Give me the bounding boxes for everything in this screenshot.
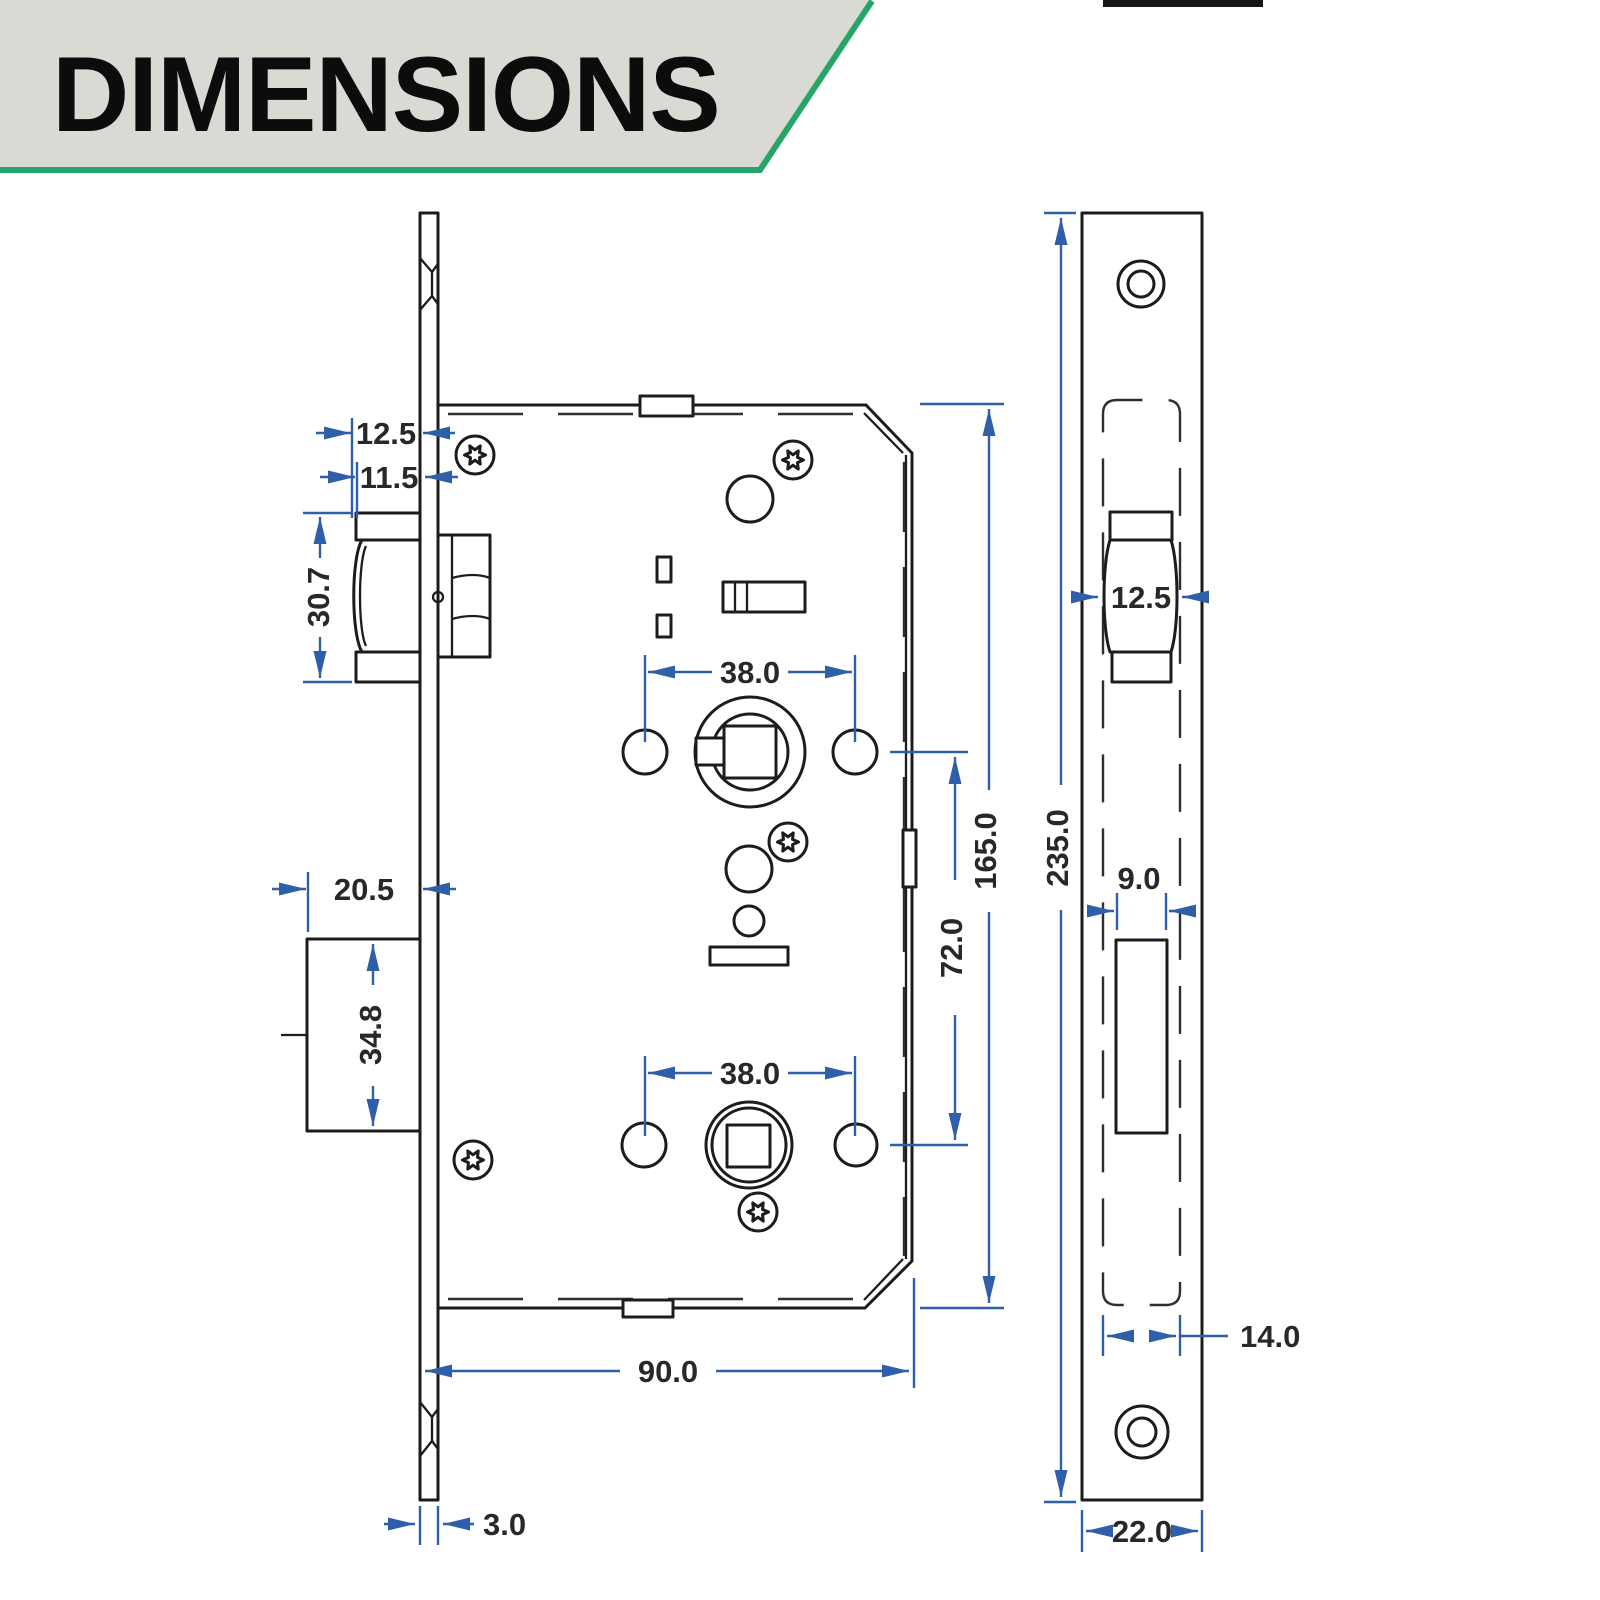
top-mounting-tab: [638, 394, 695, 418]
dim-deadbolt-height: 34.8: [353, 944, 388, 1126]
banner-shape: [0, 0, 873, 171]
dim-latch-height: 30.7: [301, 511, 352, 684]
hole: [725, 474, 775, 524]
banner-green-edge: [0, 0, 875, 173]
slider-bar: [721, 580, 807, 614]
dim-label: 22.0: [1112, 1514, 1172, 1549]
dim-cylinder-hub-offset: 38.0: [643, 1056, 857, 1136]
dim-body-width: 90.0: [425, 1278, 916, 1389]
lock-case-outline: [436, 394, 918, 1319]
header-banner: DIMENSIONS: [0, 0, 875, 173]
spindle-hub-lower: [704, 1100, 794, 1190]
dim-body-height: 165.0: [920, 402, 1004, 1310]
dim-label: 34.8: [353, 1005, 388, 1065]
side-view-faceplate: 235.0 12.5 9.0 14.0 22.0: [1040, 211, 1300, 1552]
dim-handle-hub-offset: 38.0: [643, 655, 857, 742]
dim-label: 90.0: [638, 1354, 698, 1389]
dim-label: 14.0: [1240, 1319, 1300, 1354]
front-view-lock-body: 12.5 11.5 30.7 20.5 34.8: [272, 211, 1004, 1545]
dim-label: 12.5: [1111, 580, 1171, 615]
dim-label: 20.5: [334, 872, 394, 907]
dim-deadbolt-extension: 20.5: [272, 872, 456, 932]
faceplate-side: [1080, 211, 1204, 1502]
dim-label: 38.0: [720, 1056, 780, 1091]
handle-hub: [693, 695, 807, 809]
latch-bolt-front: [352, 511, 422, 684]
bottom-mounting-tab: [621, 1298, 675, 1319]
dim-latch-width: 12.5: [1071, 580, 1209, 615]
screw-hole-top: [1116, 259, 1166, 309]
countersink-bottom: [419, 1401, 439, 1457]
dim-label: 3.0: [483, 1507, 526, 1542]
side-clip-tab: [901, 828, 918, 889]
dim-label: 11.5: [360, 460, 419, 495]
dim-label: 30.7: [301, 567, 336, 627]
dim-latch-extension-alt: 11.5: [320, 460, 458, 518]
slot-horizontal: [708, 945, 790, 967]
dim-deadbolt-cutout-width: 9.0: [1087, 861, 1196, 930]
deadbolt-cutout: [1114, 938, 1169, 1135]
hole-small: [732, 904, 766, 938]
deadbolt-front: [305, 937, 422, 1133]
dim-label: 38.0: [720, 655, 780, 690]
dim-faceplate-width: 22.0: [1080, 1510, 1204, 1552]
dim-label: 165.0: [968, 812, 1003, 890]
slot: [655, 613, 673, 639]
dim-label: 12.5: [356, 416, 416, 451]
screw-hole-bottom: [1114, 1404, 1170, 1460]
top-edge-artifact: [1103, 0, 1263, 7]
dim-faceplate-thickness: 3.0: [384, 1506, 526, 1545]
hidden-case-outline: [1101, 398, 1182, 1307]
pivot-dot: [431, 590, 445, 604]
latch-bolt-side: [1102, 510, 1179, 684]
page-title: DIMENSIONS: [52, 34, 720, 154]
latch-follower-block: [431, 533, 492, 659]
hole: [724, 844, 774, 894]
faceplate-front: [418, 211, 440, 1502]
dim-label: 72.0: [934, 918, 969, 978]
dim-label: 9.0: [1117, 861, 1160, 896]
slot: [655, 555, 673, 584]
dim-label: 235.0: [1040, 809, 1075, 887]
dim-faceplate-height: 235.0: [1040, 211, 1076, 1504]
dim-hub-centers: 72.0: [890, 750, 969, 1147]
countersink-top: [419, 257, 439, 311]
dim-case-width: 14.0: [1101, 1315, 1300, 1356]
dim-latch-extension: 12.5: [316, 416, 455, 518]
